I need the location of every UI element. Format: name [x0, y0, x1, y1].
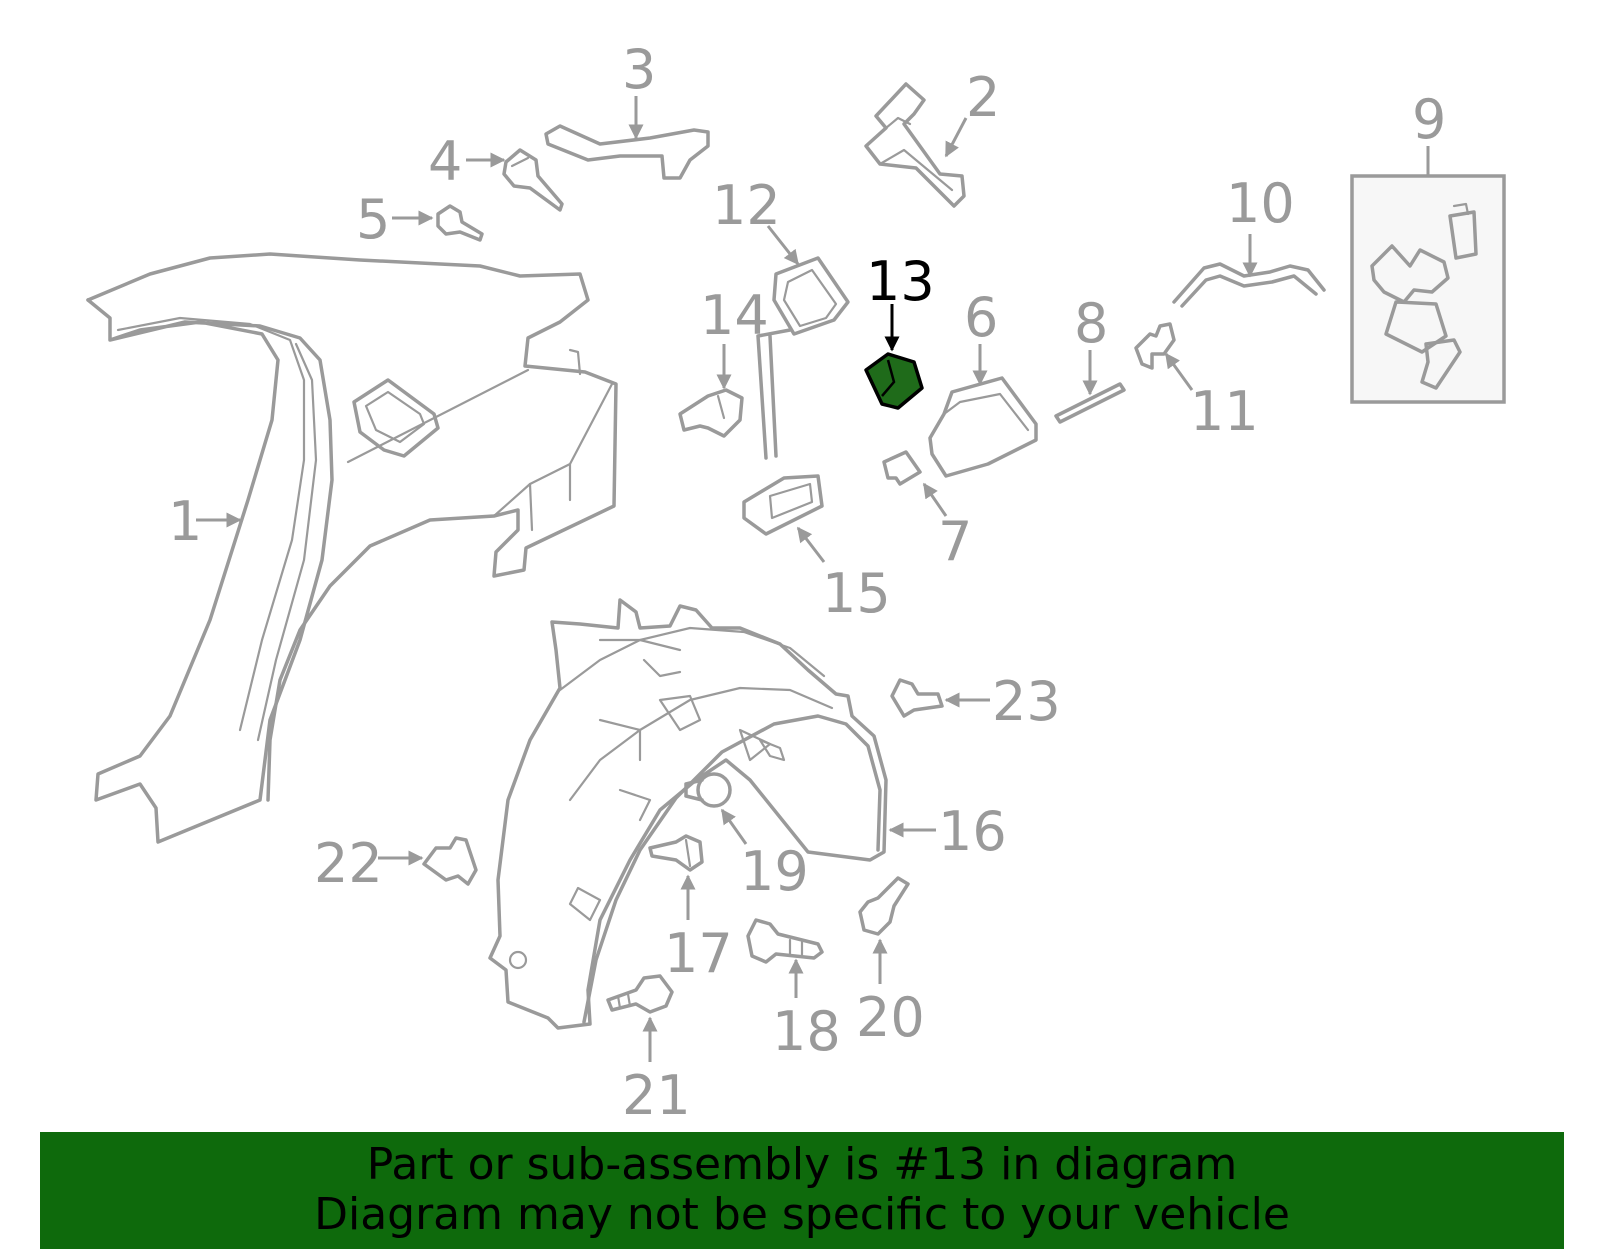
callout-7: 7 — [938, 510, 972, 573]
part-4-clip — [502, 148, 564, 212]
part-16-fender-liner — [488, 598, 888, 1030]
banner-line-1: Part or sub-assembly is #13 in diagram — [366, 1139, 1238, 1190]
part-14-clip — [678, 388, 744, 438]
part-17-clip — [648, 834, 704, 872]
part-3-brace — [544, 124, 710, 180]
callout-3: 3 — [622, 38, 656, 101]
callout-19: 19 — [740, 840, 809, 903]
banner-line-2: Diagram may not be specific to your vehi… — [314, 1189, 1290, 1240]
callout-13: 13 — [866, 250, 935, 313]
callout-11: 11 — [1190, 380, 1259, 443]
callout-15: 15 — [822, 562, 891, 625]
callout-4: 4 — [428, 130, 462, 193]
parts-diagram: 1 2 3 4 5 6 7 8 — [86, 38, 1506, 1127]
callout-9: 9 — [1412, 88, 1446, 151]
part-18-bolt — [746, 918, 824, 964]
callout-6: 6 — [964, 286, 998, 349]
callout-12: 12 — [712, 174, 781, 237]
callout-20: 20 — [856, 986, 925, 1049]
part-15-block — [742, 474, 824, 536]
part-19-grommet — [684, 772, 732, 808]
callout-5: 5 — [356, 188, 390, 251]
callout-10: 10 — [1226, 172, 1295, 235]
part-11-clip — [1134, 322, 1176, 370]
info-banner: Part or sub-assembly is #13 in diagram D… — [40, 1132, 1564, 1249]
part-20-screw — [858, 876, 910, 936]
callout-14: 14 — [700, 284, 769, 347]
callout-22: 22 — [314, 832, 383, 895]
callout-18: 18 — [772, 1000, 841, 1063]
part-2-bracket — [864, 82, 966, 208]
callout-16: 16 — [938, 800, 1007, 863]
callout-2: 2 — [966, 66, 1000, 129]
part-9-actuator-box — [1350, 174, 1506, 404]
part-1-quarter-panel — [86, 252, 618, 844]
part-13-highlighted — [864, 352, 924, 410]
callout-1: 1 — [168, 490, 202, 553]
part-12-fuel-door — [756, 256, 850, 460]
part-6-fuel-door-housing — [928, 376, 1038, 478]
part-23-clip — [890, 678, 944, 718]
part-5-bolt — [436, 204, 484, 242]
callout-8: 8 — [1074, 292, 1108, 355]
callout-17: 17 — [664, 922, 733, 985]
part-21-bolt — [606, 974, 674, 1014]
callout-21: 21 — [622, 1064, 691, 1127]
callout-23: 23 — [992, 670, 1061, 733]
part-7-pad — [882, 450, 922, 486]
part-8-rod — [1054, 382, 1126, 424]
part-22-clip — [422, 836, 478, 886]
